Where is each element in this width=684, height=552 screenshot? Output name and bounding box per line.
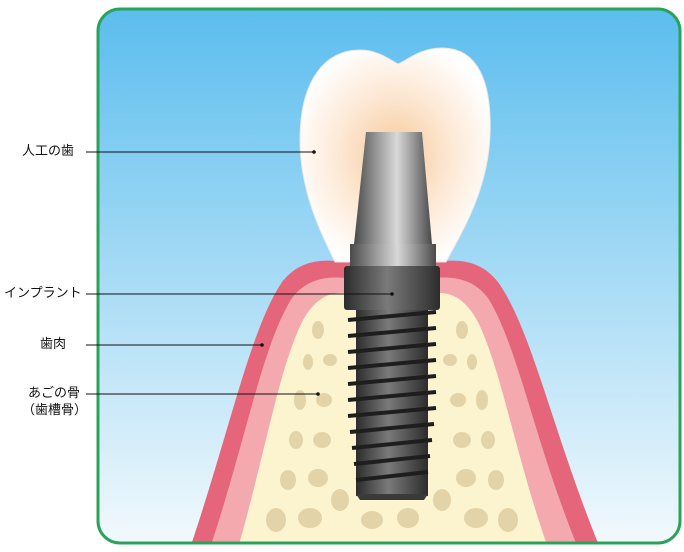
implant-abutment <box>354 132 432 244</box>
leader-dot-implant <box>390 292 394 296</box>
label-implant: インプラント <box>4 286 82 302</box>
implant-collar <box>350 244 436 266</box>
label-gum: 歯肉 <box>40 337 66 353</box>
leader-dot-bone <box>316 392 320 396</box>
implant-platform <box>344 266 440 310</box>
label-alveolar-bone: （歯槽骨） <box>22 403 87 419</box>
label-crown: 人工の歯 <box>22 144 74 160</box>
implant-tip <box>356 494 428 500</box>
leader-dot-gum <box>260 343 264 347</box>
label-jaw-bone: あごの骨 <box>28 386 80 402</box>
leader-dot-crown <box>312 150 316 154</box>
implant-screw <box>356 310 428 496</box>
